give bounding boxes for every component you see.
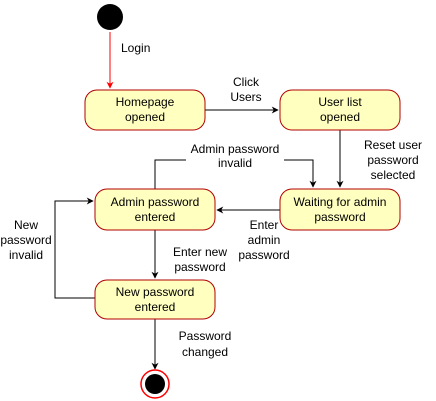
label-line: Password — [179, 329, 232, 343]
state-waiting-admin-password: Waiting for admin password — [279, 188, 401, 231]
initial-node — [97, 4, 123, 30]
label-enter-admin-password: Enter admin password — [238, 218, 289, 262]
state-label-line2: password — [314, 210, 365, 224]
label-line: Reset user — [364, 138, 422, 152]
state-label-line1: Waiting for admin — [294, 195, 387, 209]
state-label-line2: entered — [135, 300, 176, 314]
state-user-list-opened: User list opened — [279, 89, 401, 131]
edge-new-invalid — [54, 197, 95, 299]
label-line: selected — [371, 168, 416, 182]
label-admin-password-invalid: Admin password invalid — [186, 142, 284, 170]
label-line: changed — [182, 345, 228, 359]
label-login: Login — [121, 41, 150, 55]
label-line: password — [174, 260, 225, 274]
label-line: Admin password — [191, 142, 280, 156]
label-line: password — [0, 233, 51, 247]
state-label-line2: opened — [125, 110, 165, 124]
state-label-line2: entered — [135, 210, 176, 224]
state-label-line1: Homepage — [116, 95, 175, 109]
label-enter-new-password: Enter new password — [173, 245, 227, 274]
label-line: New — [14, 218, 38, 232]
state-label-line1: User list — [318, 95, 362, 109]
state-label-line1: New password — [116, 285, 195, 299]
label-line: password — [238, 248, 289, 262]
label-line: Enter new — [173, 245, 227, 259]
label-line: Login — [121, 41, 150, 55]
state-new-password-entered: New password entered — [94, 279, 216, 320]
final-node — [140, 369, 170, 399]
state-homepage-opened: Homepage opened — [84, 89, 206, 131]
label-line: password — [367, 153, 418, 167]
label-line: invalid — [9, 248, 43, 262]
label-new-password-invalid: New password invalid — [0, 214, 54, 262]
label-reset-user-password-selected: Reset user password selected — [364, 138, 422, 182]
state-label-line1: Admin password — [111, 195, 200, 209]
state-label-line2: opened — [320, 110, 360, 124]
label-password-changed: Password changed — [179, 329, 232, 359]
label-line: invalid — [218, 156, 252, 170]
label-click-users: Click Users — [230, 75, 261, 104]
label-line: admin — [248, 233, 281, 247]
label-line: Click — [233, 75, 260, 89]
label-line: Enter — [250, 218, 279, 232]
label-line: Users — [230, 90, 261, 104]
state-admin-password-entered: Admin password entered — [94, 188, 216, 231]
